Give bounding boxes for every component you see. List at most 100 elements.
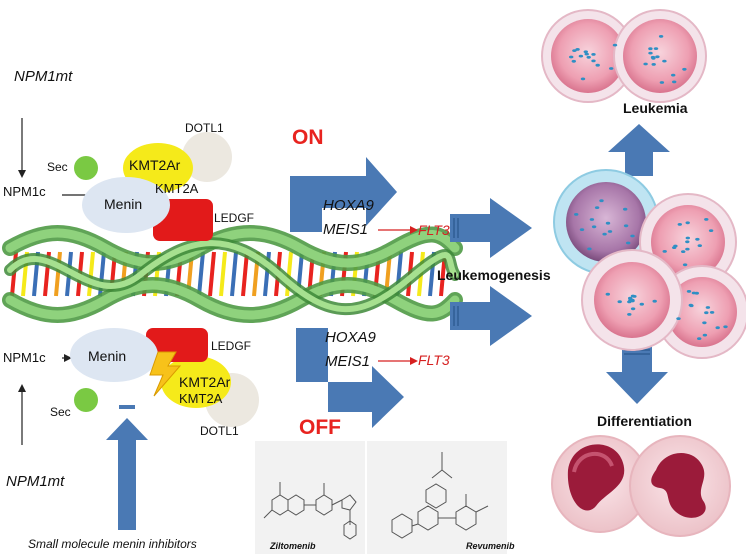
revumenib-panel [367, 441, 507, 554]
cell-granule [697, 244, 702, 248]
cell-granule [599, 199, 604, 203]
cell-granule [572, 49, 577, 52]
cell-granule [595, 63, 600, 67]
cell-granule [697, 337, 702, 340]
inhibitor-label: Small molecule menin inhibitors [28, 537, 197, 551]
cell-granule [571, 59, 576, 63]
cell-granule [708, 229, 714, 233]
dna-base-pair [230, 251, 238, 297]
cell-granule [579, 228, 585, 232]
cell-granule [695, 237, 700, 241]
cell-granule [617, 300, 622, 304]
cell-granule [671, 73, 676, 77]
cell-granule [704, 218, 709, 221]
npm1mt-label-lower: NPM1mt [6, 473, 65, 490]
cell-granule [702, 321, 707, 325]
cell-granule [677, 223, 682, 226]
cell-granule [715, 326, 720, 330]
cell-granule [607, 230, 613, 233]
cell-granule [685, 247, 690, 251]
dna-base-pair [219, 251, 227, 297]
on-label: ON [292, 126, 324, 149]
cell-granule [662, 250, 667, 253]
cell-granule [591, 59, 596, 63]
dna-helix [2, 225, 463, 323]
arrow-to-differentiation [606, 346, 668, 404]
npm1mt-up-arrowhead [18, 384, 26, 392]
flt3-label-lower: FLT3 [418, 352, 450, 368]
sec-circle-lower [74, 388, 98, 412]
menin-ellipse-lower [70, 328, 158, 382]
cell-granule [609, 67, 614, 70]
cell-granule [574, 213, 579, 216]
kmt2ar-label-lower: KMT2Ar [179, 374, 231, 390]
cell-granule [626, 241, 631, 245]
npm1mt-down-arrowhead [18, 170, 26, 178]
kmt2a-label-upper: KMT2A [155, 181, 199, 196]
menin-label-upper: Menin [104, 196, 143, 212]
cell-granule [623, 207, 628, 211]
cell-granule [630, 234, 635, 238]
dotl1-circle-upper [182, 132, 232, 182]
cell-granule [686, 290, 692, 293]
flt3-arrowhead-upper [410, 226, 418, 234]
flt3-label-upper: FLT3 [418, 222, 450, 238]
cell-granule [627, 300, 632, 304]
on-bent-arrow [290, 157, 397, 232]
cell-granule [682, 67, 687, 71]
dna-base-pair [87, 251, 95, 297]
cell-granule [659, 81, 665, 84]
ledgf-label-lower: LEDGF [211, 339, 252, 353]
cell-granule [682, 263, 688, 267]
cell-granule [685, 221, 690, 225]
cell-granule [575, 48, 580, 51]
cell-granule [591, 225, 597, 229]
dna-base-pair [54, 251, 62, 297]
cell-granule [630, 307, 636, 311]
meis1-label-upper: MEIS1 [323, 221, 369, 238]
cell-granule [652, 299, 657, 303]
cell-granule [676, 317, 681, 320]
cell-granule [584, 52, 589, 56]
npm1mt-label-upper: NPM1mt [14, 68, 73, 85]
revumenib-label: Revumenib [466, 541, 515, 551]
cell-granule [612, 43, 618, 47]
dotl1-label-lower: DOTL1 [200, 424, 239, 438]
revumenib-structure [391, 452, 489, 539]
cell-granule [639, 302, 644, 306]
cell-granule [643, 62, 648, 66]
differentiated-cells [551, 435, 731, 537]
cell-granule [655, 55, 660, 59]
cell-granule [587, 247, 592, 251]
cell-granule [662, 59, 667, 63]
upper-complex [18, 118, 232, 241]
sec-label-upper: Sec [47, 160, 68, 174]
cell-granule [651, 63, 656, 66]
cell-granule [673, 244, 678, 248]
inhibitor-up-arrow [106, 418, 148, 530]
arrow-to-leukemia [608, 124, 670, 176]
npm1c-label-upper: NPM1c [3, 184, 46, 199]
cell-granule [630, 294, 636, 298]
cell-granule [685, 240, 690, 244]
inhibitor-bar [119, 405, 135, 409]
cell-granule [602, 232, 607, 236]
cell-granule [685, 236, 690, 240]
ziltomenib-panel [255, 441, 365, 554]
cell-granule [672, 80, 677, 84]
leukemia-cells [541, 9, 707, 103]
menin-ellipse-upper [82, 177, 170, 233]
hoxa9-label-upper: HOXA9 [323, 197, 374, 214]
cell-granule [580, 77, 586, 81]
cell-granule [605, 292, 610, 296]
cell-granule [658, 35, 664, 38]
kmt2ar-label-upper: KMT2Ar [129, 157, 181, 173]
cell-granule [628, 296, 633, 300]
drug-structure-panels [255, 441, 507, 554]
differentiation-label: Differentiation [597, 413, 692, 429]
cell-granule [650, 55, 656, 59]
cell-granule [627, 313, 632, 316]
cell-granule [704, 311, 709, 315]
cell-granule [605, 221, 611, 225]
